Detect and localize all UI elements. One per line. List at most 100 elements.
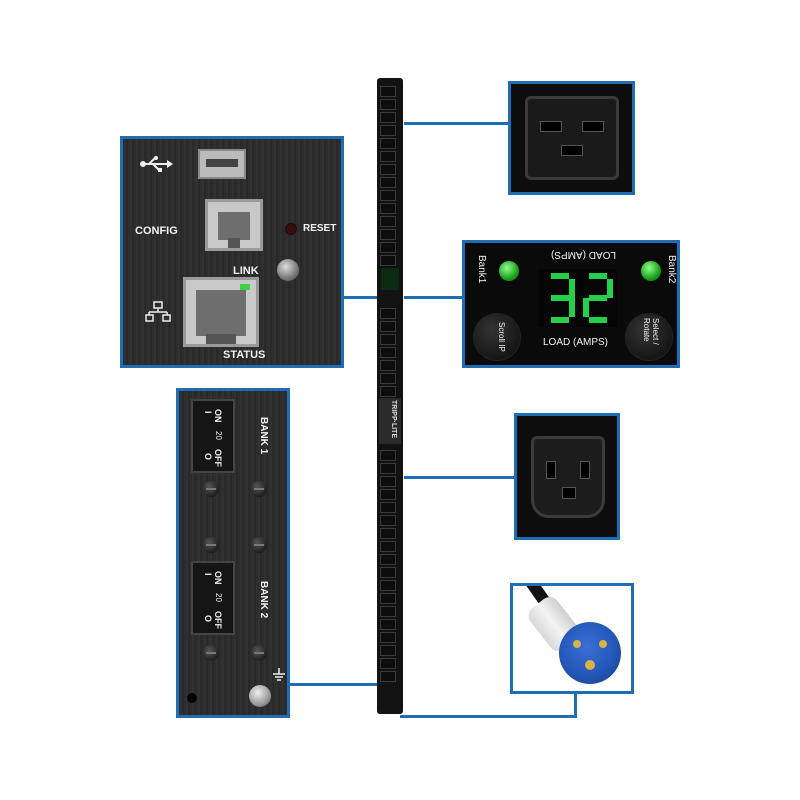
usb-port[interactable] [198, 149, 246, 179]
digit-segment [551, 273, 569, 279]
c19-slot-right [582, 121, 604, 132]
pdu-strip: TRIPP·LITE [377, 78, 403, 714]
pdu-outlet [380, 463, 396, 474]
c19-slot-bottom [561, 145, 583, 156]
plug-pin [573, 640, 581, 648]
screw [251, 537, 267, 553]
load-label: LOAD (AMPS) [543, 337, 609, 348]
bank1-on-label: ON [213, 409, 223, 423]
pdu-mini-display [381, 268, 399, 290]
bank1-off-symbol: O [203, 453, 213, 461]
ground-screw [249, 685, 271, 707]
bank2-rating: 20 [214, 593, 223, 602]
plug-body [559, 622, 621, 684]
breaker-panel: ON I 20 OFF O BANK 1 ON I 20 OFF O BANK … [176, 388, 290, 718]
link-led [277, 259, 299, 281]
reset-button[interactable] [285, 223, 297, 235]
bank2-label: Bank2 [666, 255, 677, 284]
ground-icon [273, 668, 285, 681]
bank1-off-label: OFF [213, 449, 223, 467]
iec-plug-panel [510, 583, 634, 694]
pdu-outlet [380, 86, 396, 97]
pdu-outlet [380, 334, 396, 345]
pdu-outlet [380, 606, 396, 617]
pdu-outlet [380, 658, 396, 669]
screw [203, 481, 219, 497]
digit-segment [551, 317, 569, 323]
pdu-outlet [380, 541, 396, 552]
pdu-logo-text: TRIPP·LITE [390, 400, 397, 439]
scroll-ip-button[interactable]: Scroll IP [473, 313, 521, 361]
pdu-outlet [380, 489, 396, 500]
bank2-off-symbol: O [203, 615, 213, 623]
digit-segment [569, 298, 575, 317]
pdu-outlet [380, 229, 396, 240]
pdu-outlet [380, 255, 396, 266]
select-rotate-label: Select / Rotate [642, 318, 660, 345]
plug-pin [599, 640, 607, 648]
pdu-logo: TRIPP·LITE [379, 398, 401, 444]
network-port[interactable] [183, 277, 259, 347]
digit-segment [589, 317, 607, 323]
bank1-label: Bank1 [476, 255, 487, 284]
screw [251, 481, 267, 497]
pdu-outlet [380, 528, 396, 539]
config-label: CONFIG [135, 225, 178, 237]
reset-label: RESET [303, 223, 337, 234]
pdu-outlet [380, 321, 396, 332]
pdu-outlet [380, 373, 396, 384]
screw [251, 645, 267, 661]
pdu-outlet [380, 190, 396, 201]
connector-line-display [404, 296, 462, 299]
pdu-outlet [380, 671, 396, 682]
connector-line-plug-v [574, 694, 577, 718]
pdu-outlet [380, 347, 396, 358]
connector-line-plug-h [400, 715, 577, 718]
pdu-outlet [380, 567, 396, 578]
c13-slot-ground [562, 487, 576, 499]
pdu-outlet [380, 450, 396, 461]
load-value-display: 32 [539, 269, 617, 327]
pdu-outlet [380, 242, 396, 253]
bank2-on-label: ON [213, 571, 223, 585]
pdu-outlet [380, 112, 396, 123]
network-icon [145, 301, 171, 322]
c19-slot-left [540, 121, 562, 132]
pdu-outlet [380, 360, 396, 371]
pdu-outlet [380, 554, 396, 565]
digit-segment [589, 273, 607, 279]
pdu-outlet [380, 308, 396, 319]
pdu-outlet [380, 138, 396, 149]
select-rotate-button[interactable]: Select / Rotate [625, 313, 673, 361]
c13-outlet-panel [514, 413, 620, 540]
bank1-on-symbol: I [203, 411, 213, 414]
pdu-outlet [380, 99, 396, 110]
c19-outlet [525, 96, 619, 180]
digit-segment [607, 279, 613, 298]
bank2-led [641, 261, 661, 281]
load-label-mirrored: LOAD (AMPS) [551, 249, 617, 260]
bank1-rating: 20 [214, 431, 223, 440]
connector-line-io [343, 296, 381, 299]
plug-pin [585, 660, 595, 670]
pdu-outlet [380, 632, 396, 643]
bank2-off-label: OFF [213, 611, 223, 629]
pdu-outlet [380, 386, 396, 397]
config-port[interactable] [205, 199, 263, 251]
status-label: STATUS [223, 349, 266, 361]
pdu-outlet [380, 476, 396, 487]
digit-segment [551, 295, 569, 301]
small-hole [187, 693, 197, 703]
bank1-led [499, 261, 519, 281]
screw [203, 645, 219, 661]
c13-slot-right [580, 461, 590, 479]
pdu-outlet [380, 580, 396, 591]
pdu-outlet [380, 164, 396, 175]
pdu-outlet [380, 177, 396, 188]
pdu-outlet [380, 593, 396, 604]
bank2-on-symbol: I [203, 573, 213, 576]
bank2-breaker-switch[interactable]: ON I 20 OFF O [191, 561, 235, 635]
bank1-breaker-switch[interactable]: ON I 20 OFF O [191, 399, 235, 473]
link-label: LINK [233, 265, 259, 277]
bank2-label: BANK 2 [258, 581, 269, 619]
